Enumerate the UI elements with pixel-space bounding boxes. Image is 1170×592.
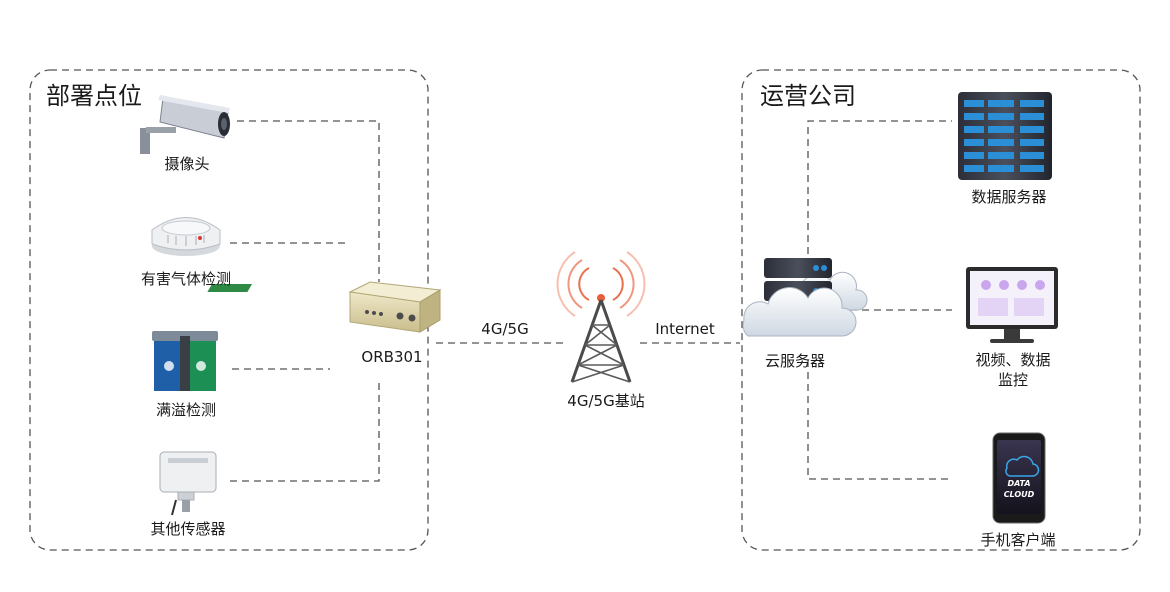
phone-screen-text-line1: DATA bbox=[1007, 479, 1031, 488]
left-group-frame bbox=[29, 69, 429, 551]
right-group-frame bbox=[741, 69, 1141, 551]
phone-screen-text-line2: CLOUD bbox=[1003, 490, 1035, 499]
cloud-server-label: 云服务器 bbox=[764, 352, 826, 370]
gas-detector-label: 有害气体检测 bbox=[140, 270, 232, 288]
cloud-server-icon bbox=[742, 258, 868, 337]
cellular-link-label: 4G/5G bbox=[481, 320, 529, 338]
router-label: ORB301 bbox=[361, 348, 423, 366]
smoke-detector-icon bbox=[151, 217, 221, 256]
internet-link-label: Internet bbox=[655, 320, 715, 338]
smartphone-icon bbox=[992, 432, 1046, 524]
video-monitor-label-line1: 视频、数据 bbox=[975, 351, 1051, 369]
mobile-client-label: 手机客户端 bbox=[980, 531, 1056, 549]
connector-lines bbox=[230, 120, 952, 482]
monitor-icon bbox=[966, 267, 1058, 343]
server-rack-icon bbox=[958, 92, 1052, 180]
video-monitor-label-line2: 监控 bbox=[997, 371, 1029, 389]
overflow-detector-label: 满溢检测 bbox=[155, 401, 217, 419]
sensor-box-icon bbox=[159, 451, 217, 516]
tower-label: 4G/5G基站 bbox=[567, 392, 645, 410]
left-group-title: 部署点位 bbox=[46, 82, 142, 110]
other-sensor-label: 其他传感器 bbox=[150, 520, 226, 538]
camera-label: 摄像头 bbox=[164, 155, 210, 173]
data-server-label: 数据服务器 bbox=[971, 188, 1047, 206]
cctv-camera-icon bbox=[140, 95, 230, 154]
right-group-title: 运营公司 bbox=[760, 82, 856, 110]
trash-bin-icon bbox=[152, 331, 218, 391]
cell-tower-icon bbox=[556, 251, 646, 383]
router-icon bbox=[207, 281, 442, 333]
